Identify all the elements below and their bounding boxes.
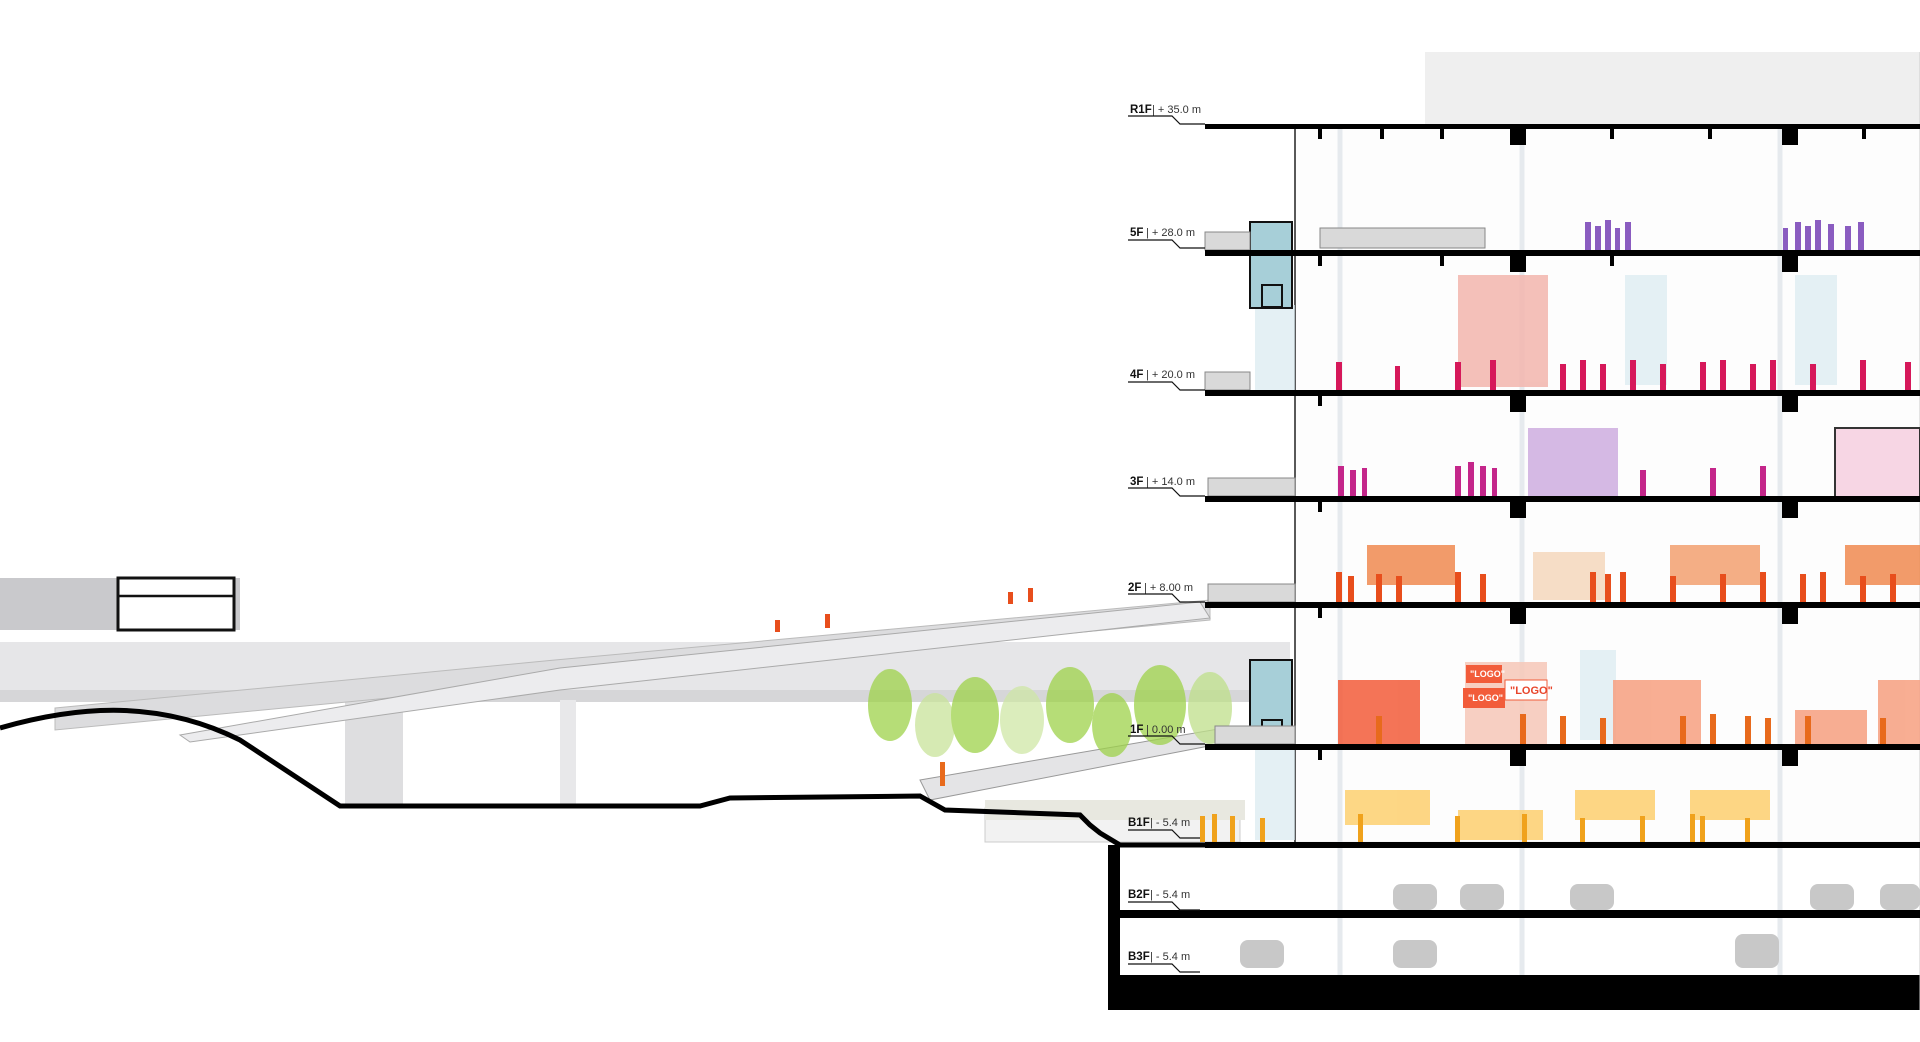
level-b1f: B1F | - 5.4 m (1128, 817, 1200, 839)
b1-planting-bed (985, 800, 1245, 820)
people-1f (940, 714, 1886, 786)
svg-text:B2F: B2F (1128, 889, 1150, 901)
people-2f (775, 572, 1896, 632)
logo-sign-text-3: "LOGO" (1468, 693, 1503, 703)
floor-slabs (1108, 124, 1920, 918)
level-r1f: R1F | + 35.0 m (1128, 104, 1205, 125)
people-5f (1585, 220, 1864, 250)
svg-text:| - 5.4 m: | - 5.4 m (1150, 817, 1190, 829)
slab-beams (1318, 129, 1866, 766)
people-4f (1336, 360, 1911, 390)
rooftop-background-block (1425, 52, 1920, 126)
svg-text:4F: 4F (1130, 369, 1143, 381)
cars (1240, 884, 1920, 968)
level-4f: 4F | + 20.0 m (1128, 369, 1205, 391)
svg-text:2F: 2F (1128, 582, 1141, 594)
svg-text:1F: 1F (1130, 724, 1143, 736)
basement-bottom-slab (1108, 975, 1920, 1010)
ground-line (0, 707, 1360, 848)
svg-text:| 0.00 m: | 0.00 m (1146, 724, 1186, 736)
level-markers: R1F | + 35.0 m 5F | + 28.0 m 4F | + 20.0… (1128, 104, 1205, 973)
level-b2f: B2F | - 5.4 m (1128, 889, 1200, 911)
svg-text:| - 5.4 m: | - 5.4 m (1150, 951, 1190, 963)
svg-text:| + 20.0 m: | + 20.0 m (1146, 369, 1195, 381)
svg-text:| + 14.0 m: | + 14.0 m (1146, 476, 1195, 488)
logo-sign-3 (1463, 688, 1505, 708)
level-2f: 2F | + 8.00 m (1128, 582, 1205, 603)
logo-sign-text-2: "LOGO" (1510, 685, 1553, 697)
logo-sign-text-1: "LOGO" (1470, 669, 1505, 679)
level-1f: 1F | 0.00 m (1128, 724, 1205, 745)
svg-text:5F: 5F (1130, 227, 1143, 239)
level-3f: 3F | + 14.0 m (1128, 476, 1205, 497)
elevator-cab-5f (1261, 284, 1283, 308)
people-3f (1338, 462, 1766, 496)
level-b3f: B3F | - 5.4 m (1128, 951, 1200, 973)
basement-outer-wall (1108, 845, 1120, 1010)
svg-text:R1F: R1F (1130, 104, 1152, 116)
svg-text:B1F: B1F (1128, 817, 1150, 829)
svg-text:3F: 3F (1130, 476, 1143, 488)
svg-text:B3F: B3F (1128, 951, 1150, 963)
logo-sign-1 (1466, 665, 1502, 683)
svg-text:| - 5.4 m: | - 5.4 m (1150, 889, 1190, 901)
building-structure: "LOGO" "LOGO" "LOGO" (1204, 52, 1920, 1010)
svg-text:| + 8.00 m: | + 8.00 m (1144, 582, 1193, 594)
level-5f: 5F | + 28.0 m (1128, 227, 1205, 249)
people-b1 (1200, 814, 1750, 842)
svg-text:| + 28.0 m: | + 28.0 m (1146, 227, 1195, 239)
svg-text:| + 35.0 m: | + 35.0 m (1152, 104, 1201, 116)
elevator-5f (1249, 221, 1293, 309)
